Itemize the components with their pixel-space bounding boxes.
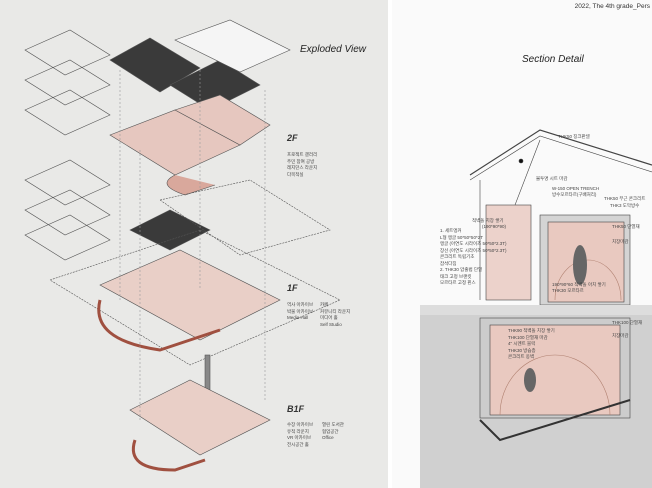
note: 콘크리트 독립기초 xyxy=(440,254,475,259)
program: 미디어 홀 xyxy=(320,315,338,320)
program: 수장 아카이브 xyxy=(287,422,314,427)
program: 유적 라운지 xyxy=(287,428,309,434)
note: THK100 단열재 마감 xyxy=(508,334,548,340)
floor-label-1f: 1F xyxy=(287,283,298,293)
exploded-axonometric xyxy=(24,19,341,472)
program: 협업공간 xyxy=(322,428,339,434)
floor-b1f-programs-col2: 열린 도서관 협업공간 Office xyxy=(322,422,344,442)
program: 프로젝트 갤러리 xyxy=(287,152,318,157)
note: 태크 고정 브랜킷 xyxy=(440,273,472,279)
floor-label-2f: 2F xyxy=(287,133,298,143)
floor-2f-programs: 프로젝트 갤러리 주민 참여 공방 레지던스 라운지 다목적실 xyxy=(287,152,317,178)
note: 콘크리트 옹벽 xyxy=(508,354,535,359)
program: 레지던스 라운지 xyxy=(287,165,318,170)
floor-1f-programs-col2: 카페 커뮤니티 라운지 미디어 홀 Self Studio xyxy=(320,302,350,328)
program: 박물 아카이브 xyxy=(287,308,314,314)
program: Self Studio xyxy=(320,321,342,327)
note: 앵글 (아연도 시라이즈 50*50*2.3T) xyxy=(440,241,507,246)
note: 4" 시멘트 블럭 xyxy=(508,341,536,346)
program: Office xyxy=(322,435,334,440)
annotation: 적벽돌 치장 쌓기 xyxy=(472,218,504,223)
note: 1. 세트앵커 xyxy=(440,228,462,233)
annotation: 불투명 시트 마감 xyxy=(536,176,568,181)
annotation: 치장마감 xyxy=(612,239,629,244)
program: 다목적실 xyxy=(287,171,304,177)
program: 역사 아카이브 xyxy=(287,302,314,307)
annotation: THK50 무근 콘크리트 xyxy=(604,196,646,201)
note: 잡석다짐 xyxy=(440,260,457,266)
program: VR 아카이브 xyxy=(287,435,312,440)
floor-label-b1f: B1F xyxy=(287,404,305,414)
floor-b1f-programs-col1: 수장 아카이브 유적 라운지 VR 아카이브 전시공간 홀 xyxy=(287,422,313,448)
annotation: THK50 징크판넬 xyxy=(558,134,590,139)
annotation: W-150 OPEN TRENCH xyxy=(552,186,600,191)
program: 전시공간 홀 xyxy=(287,441,309,447)
annotation: 치장마감 xyxy=(612,333,629,338)
construction-notes: 1. 세트앵커 L형 앵글 50*50*50*2T 앵글 (아연도 시라이즈 5… xyxy=(440,228,507,287)
note: THK90 적벽돌 치장 쌓기 xyxy=(508,328,555,333)
program: 카페 xyxy=(320,302,329,307)
program: 열린 도서관 xyxy=(322,422,344,427)
annotation: THK50 단열재 xyxy=(612,224,640,229)
lower-wall-notes: THK90 적벽돌 치장 쌓기 THK100 단열재 마감 4" 시멘트 블럭 … xyxy=(508,328,555,361)
note: THK30 방습층 xyxy=(508,347,536,353)
section-detail-title: Section Detail xyxy=(522,54,584,65)
program: 주민 참여 공방 xyxy=(287,158,315,164)
note: 2. THK30 압출법 단열 xyxy=(440,267,483,272)
program: Media Hall xyxy=(287,315,309,320)
exploded-view-title: Exploded View xyxy=(300,44,366,55)
program: 커뮤니티 라운지 xyxy=(320,308,351,314)
annotation: THK100 단열재 xyxy=(612,320,643,325)
annotation: THK30 모르타르 xyxy=(552,288,584,293)
annotation: 방수모르타르(구배처리) xyxy=(552,192,597,197)
annotation: 190*90*60 적벽돌 아치 쌓기 xyxy=(552,282,606,287)
annotation: (190*90*90) xyxy=(482,224,507,229)
annotation: THK3 도막방수 xyxy=(610,203,640,208)
floor-1f-programs-col1: 역사 아카이브 박물 아카이브 Media Hall xyxy=(287,302,313,322)
section-drawing xyxy=(420,129,652,488)
note: 모르타르 고정 핀스 xyxy=(440,280,476,285)
note: L형 앵글 50*50*50*2T xyxy=(440,234,483,240)
note: 장선 (아연도 시라이즈 50*50*2.3T) xyxy=(440,247,507,253)
board-caption: 2022, The 4th grade_Pers xyxy=(574,3,650,10)
